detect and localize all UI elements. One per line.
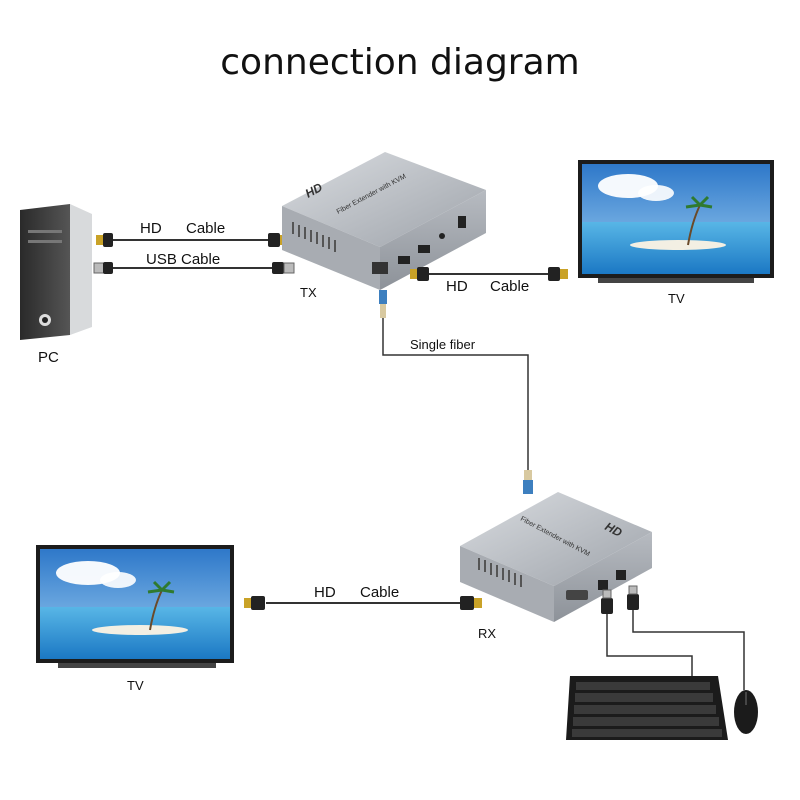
tx-tv-hd-cable	[410, 267, 568, 281]
rx-tv-cable-label-b: Cable	[360, 584, 399, 601]
keyboard	[566, 676, 728, 740]
tx-tv-cable-label-a: HD	[446, 278, 468, 295]
pc-tower	[20, 204, 92, 340]
pc-usb-cable	[93, 262, 295, 274]
page-title: connection diagram	[220, 42, 580, 83]
pc-hd-cable-label-a: HD	[140, 220, 162, 237]
pc-hd-cable-label-b: Cable	[186, 220, 225, 237]
pc-label: PC	[38, 349, 59, 366]
pc-usb-cable-label: USB Cable	[146, 251, 220, 268]
rx-usb-cables	[601, 585, 745, 690]
rx-tv-cable-label-a: HD	[314, 584, 336, 601]
rx-label: RX	[478, 626, 496, 641]
tv-bottom-label: TV	[127, 678, 144, 693]
single-fiber-cable	[379, 290, 533, 494]
rx-tv-hd-cable	[244, 596, 482, 610]
rx-box: HD Fiber Extender with KVM	[460, 492, 652, 622]
tx-label: TX	[300, 285, 317, 300]
tx-tv-cable-label-b: Cable	[490, 278, 529, 295]
mouse	[734, 690, 758, 734]
tx-box: HD Fiber Extender with KVM	[282, 152, 486, 290]
fiber-label: Single fiber	[410, 337, 476, 352]
tv-top	[578, 160, 774, 283]
tv-bottom	[36, 545, 234, 668]
tv-top-label: TV	[668, 291, 685, 306]
